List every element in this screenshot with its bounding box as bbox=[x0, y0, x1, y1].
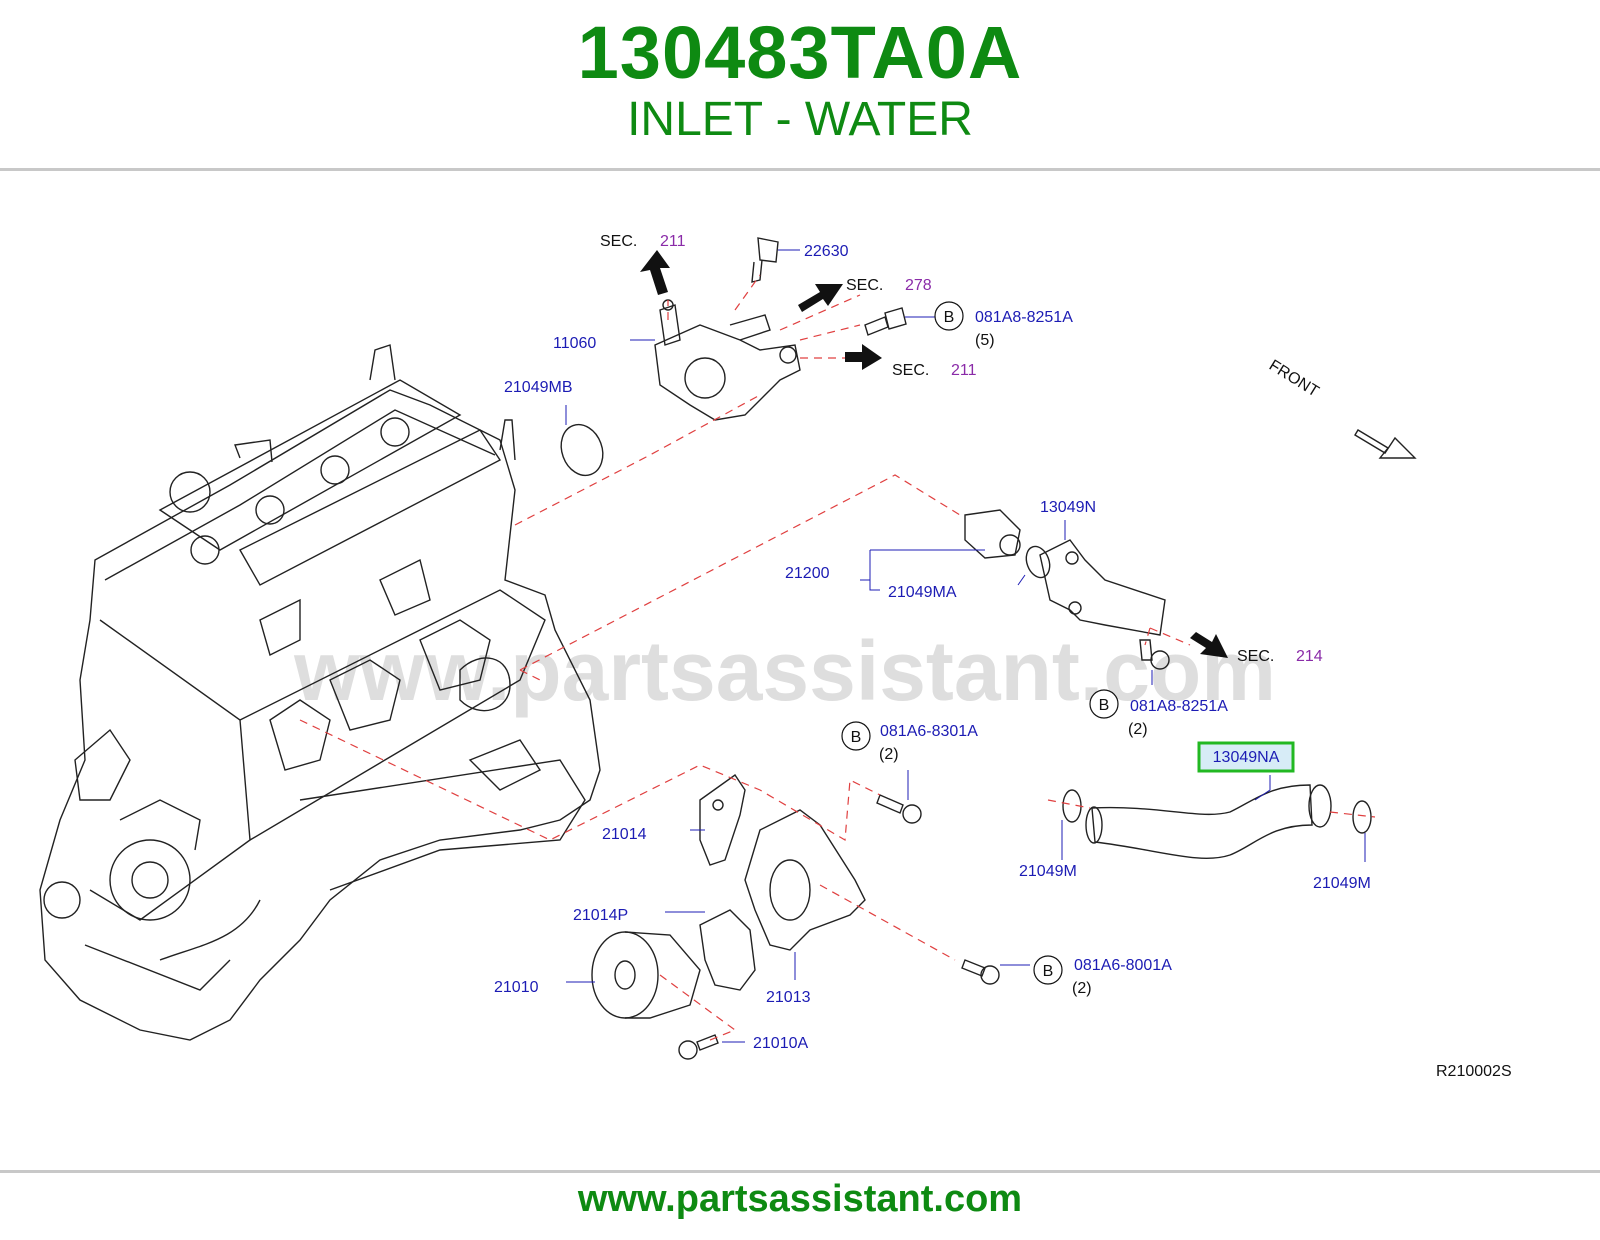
bolt-symbol-3: B bbox=[851, 729, 862, 746]
bolt-081A8-8251A-mid bbox=[1139, 639, 1170, 670]
thermostat-seal-21049MA bbox=[1025, 545, 1051, 579]
diagram-ref-code: R210002S bbox=[1436, 1063, 1512, 1080]
bolt-symbol-circle-1 bbox=[934, 301, 964, 331]
bolt-symbol-circle-3 bbox=[841, 721, 871, 751]
bolt-symbol-2: B bbox=[1099, 697, 1110, 714]
gasket-21049M-right bbox=[1352, 800, 1372, 834]
sec-label-1: SEC. bbox=[600, 233, 637, 250]
water-pump-21010 bbox=[591, 931, 701, 1019]
label-13049N: 13049N bbox=[1040, 499, 1096, 516]
label-081A8-8251A-mid: 081A8-8251A bbox=[1130, 698, 1228, 715]
gasket-21014P bbox=[699, 909, 756, 991]
bolt-081A8-8251A-top bbox=[864, 307, 907, 336]
label-21013: 21013 bbox=[766, 989, 811, 1006]
footer-divider bbox=[0, 1170, 1600, 1173]
part-number-title: 130483TA0A bbox=[577, 11, 1023, 94]
thermostat-housing-13049N bbox=[1039, 539, 1166, 636]
sec-label-3: SEC. bbox=[892, 362, 929, 379]
label-11060: 11060 bbox=[553, 335, 596, 352]
footer-website-link[interactable]: www.partsassistant.com bbox=[577, 1178, 1023, 1220]
water-pump-housing-21013 bbox=[744, 809, 866, 951]
gasket-21049MB bbox=[560, 423, 604, 477]
bolt-symbol-circle-2 bbox=[1089, 689, 1119, 719]
label-21014: 21014 bbox=[602, 826, 647, 843]
parts-diagram-svg: www.partsassistant.com bbox=[39, 233, 1512, 1080]
bolt-081A6-8001A bbox=[961, 959, 1000, 985]
label-22630: 22630 bbox=[804, 243, 849, 260]
gasket-21014 bbox=[699, 774, 746, 866]
label-081A6-8001A: 081A6-8001A bbox=[1074, 957, 1172, 974]
label-21014P: 21014P bbox=[573, 907, 628, 924]
front-direction-label: FRONT bbox=[1266, 357, 1322, 401]
front-direction-arrow bbox=[1354, 429, 1417, 459]
sec-number-2: 278 bbox=[905, 277, 932, 294]
water-outlet-housing-11060 bbox=[654, 299, 801, 421]
label-21010A: 21010A bbox=[753, 1035, 808, 1052]
label-21049M-right: 21049M bbox=[1313, 875, 1371, 892]
label-21049MB: 21049MB bbox=[504, 379, 573, 396]
watermark-text: www.partsassistant.com bbox=[293, 624, 1276, 718]
parts-diagram: www.partsassistant.com bbox=[0, 200, 1600, 1130]
qty-081A6-8001A: (2) bbox=[1072, 980, 1092, 997]
sec-label-4: SEC. bbox=[1237, 648, 1274, 665]
label-13049NA: 13049NA bbox=[1213, 749, 1280, 766]
sec-number-1: 211 bbox=[660, 233, 686, 250]
qty-081A8-8251A-top: (5) bbox=[975, 332, 995, 349]
bolt-21010A bbox=[678, 1034, 719, 1060]
water-inlet-pipe-13049NA bbox=[1085, 784, 1332, 860]
sec-label-2: SEC. bbox=[846, 277, 883, 294]
label-081A8-8251A-top: 081A8-8251A bbox=[975, 309, 1073, 326]
label-21049MA: 21049MA bbox=[888, 584, 957, 601]
sec-number-4: 214 bbox=[1296, 648, 1323, 665]
engine-block-illustration bbox=[39, 344, 601, 1041]
bolt-symbol-circle-4 bbox=[1033, 955, 1063, 985]
assembly-dash-lines bbox=[299, 274, 1376, 1043]
highlight-box-13049NA bbox=[1197, 741, 1295, 773]
bolt-symbol-4: B bbox=[1043, 963, 1054, 980]
bolt-081A6-8301A bbox=[876, 794, 922, 824]
part-name-subtitle: INLET - WATER bbox=[627, 93, 973, 146]
bolt-symbol-1: B bbox=[944, 309, 955, 326]
thermostat-21200 bbox=[964, 509, 1021, 559]
label-21010: 21010 bbox=[494, 979, 539, 996]
qty-081A8-8251A-mid: (2) bbox=[1128, 721, 1148, 738]
header-divider bbox=[0, 168, 1600, 171]
label-21049M-left: 21049M bbox=[1019, 863, 1077, 880]
label-21200: 21200 bbox=[785, 565, 830, 582]
section-arrows bbox=[640, 250, 1228, 658]
page-header: 130483TA0A INLET - WATER bbox=[0, 0, 1600, 170]
qty-081A6-8301A: (2) bbox=[879, 746, 899, 763]
label-leader-lines bbox=[565, 249, 1366, 1043]
label-081A6-8301A: 081A6-8301A bbox=[880, 723, 978, 740]
temperature-sensor-22630 bbox=[751, 237, 779, 283]
sec-number-3: 211 bbox=[951, 362, 977, 379]
